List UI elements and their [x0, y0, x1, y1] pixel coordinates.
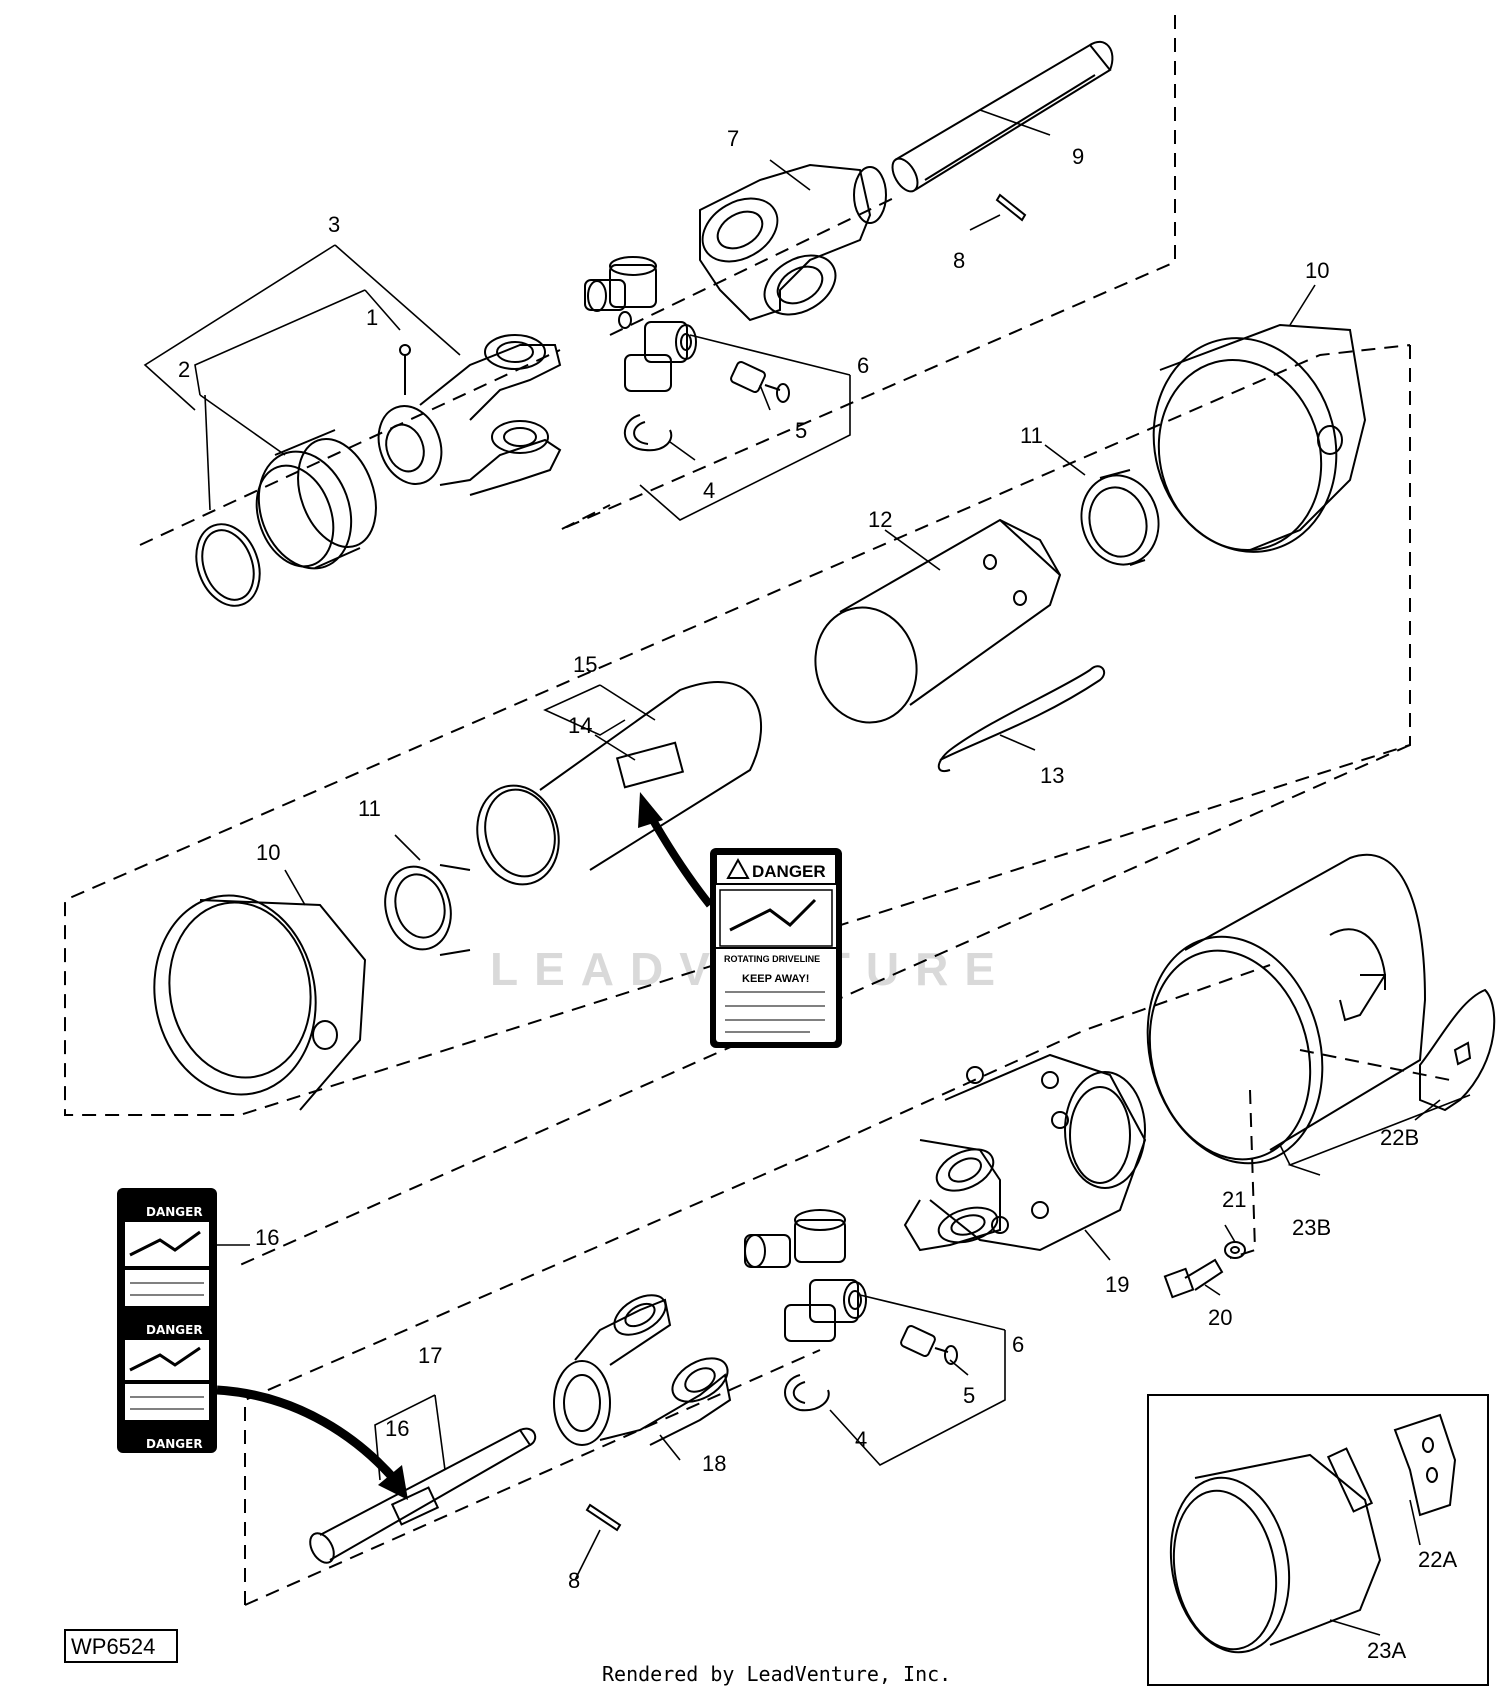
callout-16-shaft: 16 — [385, 1416, 409, 1441]
callout-9: 9 — [1072, 144, 1084, 169]
bearing-ring-part-11b — [384, 864, 471, 956]
bearing-ring-part-11a — [1080, 469, 1160, 566]
snap-ring-part-4b — [784, 1374, 830, 1412]
callout-5-bottom: 5 — [963, 1383, 975, 1408]
grease-fitting-part-1 — [399, 344, 411, 395]
callout-18: 18 — [702, 1451, 726, 1476]
bolt-part-20 — [1163, 1258, 1224, 1299]
retaining-ring-part-2a — [195, 523, 261, 607]
callout-10-left: 10 — [256, 840, 280, 865]
safety-chain-part-13 — [937, 665, 1106, 773]
callout-8-bottom: 8 — [568, 1568, 580, 1593]
callout-7: 7 — [727, 126, 739, 151]
callout-4-bottom: 4 — [855, 1427, 867, 1452]
spring-pin-part-8b — [585, 1503, 622, 1532]
shield-drum-part-23b — [1146, 853, 1427, 1165]
decal-arrow-center — [646, 813, 714, 908]
danger-decal-line1: ROTATING DRIVELINE — [724, 954, 820, 964]
callout-4-top: 4 — [703, 478, 715, 503]
dashed-frames — [64, 15, 1451, 1606]
inner-yoke-part-3 — [377, 334, 562, 496]
spring-pin-part-8a — [995, 193, 1027, 222]
decal-arrow-left-head — [378, 1465, 408, 1500]
leader-lines — [143, 109, 1471, 1636]
callout-8-top: 8 — [953, 248, 965, 273]
shield-part-23a — [1169, 1447, 1382, 1654]
inset-frame — [1147, 1394, 1489, 1686]
cross-and-bearing-part-6b — [744, 1209, 867, 1342]
callout-16-right: 16 — [255, 1225, 279, 1250]
friction-clutch-part-19 — [903, 1053, 1147, 1252]
callout-23b: 23B — [1292, 1215, 1331, 1240]
snap-ring-part-4a — [623, 414, 673, 452]
callout-15: 15 — [573, 652, 597, 677]
inner-tube-shield-part-12 — [814, 518, 1062, 724]
callout-1: 1 — [366, 305, 378, 330]
callout-11-right: 11 — [1020, 423, 1043, 448]
callout-23a: 23A — [1367, 1638, 1406, 1663]
callout-3: 3 — [328, 212, 340, 237]
bearing-collar-part-2b — [255, 429, 377, 570]
shield-plate-part-22b — [1419, 988, 1496, 1112]
shaft-part-9 — [891, 40, 1114, 193]
callout-11-left: 11 — [358, 796, 381, 821]
callout-13: 13 — [1040, 763, 1064, 788]
callout-12: 12 — [868, 507, 892, 532]
callout-6-top: 6 — [857, 353, 869, 378]
shaft-part-17 — [309, 1427, 537, 1564]
grease-zerk-part-5b — [900, 1325, 958, 1365]
callout-10-right: 10 — [1305, 258, 1329, 283]
danger-decal-heading: DANGER — [752, 862, 826, 881]
callout-5-top: 5 — [795, 418, 807, 443]
decal-arrow-left — [216, 1385, 399, 1483]
callout-21: 21 — [1222, 1187, 1246, 1212]
danger-decal-left: DANGER DANGER DANGER — [117, 1188, 217, 1453]
callout-17: 17 — [418, 1343, 442, 1368]
shield-cone-part-10b — [153, 894, 367, 1111]
callout-2: 2 — [178, 357, 190, 382]
danger-decal-left-heading-2: DANGER — [146, 1323, 203, 1337]
grease-zerk-part-5a — [730, 361, 790, 403]
bearing-plate-part-22a — [1393, 1413, 1457, 1517]
decal-arrow-center-head — [638, 792, 663, 828]
danger-decal-left-heading-3: DANGER — [146, 1437, 203, 1451]
callout-22b: 22B — [1380, 1125, 1419, 1150]
danger-decal-line2: KEEP AWAY! — [742, 973, 809, 985]
callouts: 3 1 2 7 9 8 6 5 4 10 11 12 13 15 14 11 1… — [178, 126, 1457, 1663]
danger-decal-center: DANGER ROTATING DRIVELINE KEEP AWAY! — [710, 848, 842, 1048]
danger-decal-left-heading-1: DANGER — [146, 1205, 203, 1219]
outer-yoke-part-7 — [699, 163, 887, 322]
washer-part-21 — [1224, 1241, 1246, 1259]
footer-credit: Rendered by LeadVenture, Inc. — [602, 1662, 951, 1686]
implement-yoke-part-18 — [553, 1294, 732, 1446]
callout-20: 20 — [1208, 1305, 1232, 1330]
callout-22a: 22A — [1418, 1547, 1457, 1572]
cross-and-bearing-part-6a — [584, 256, 697, 392]
callout-14: 14 — [568, 713, 592, 738]
drawing-id-box — [64, 1629, 178, 1663]
outer-tube-shield-part-15 — [476, 681, 762, 886]
drawing-id: WP6524 — [71, 1634, 155, 1659]
shield-cone-part-10a — [1152, 323, 1367, 553]
callout-19: 19 — [1105, 1272, 1129, 1297]
callout-6-bottom: 6 — [1012, 1332, 1024, 1357]
